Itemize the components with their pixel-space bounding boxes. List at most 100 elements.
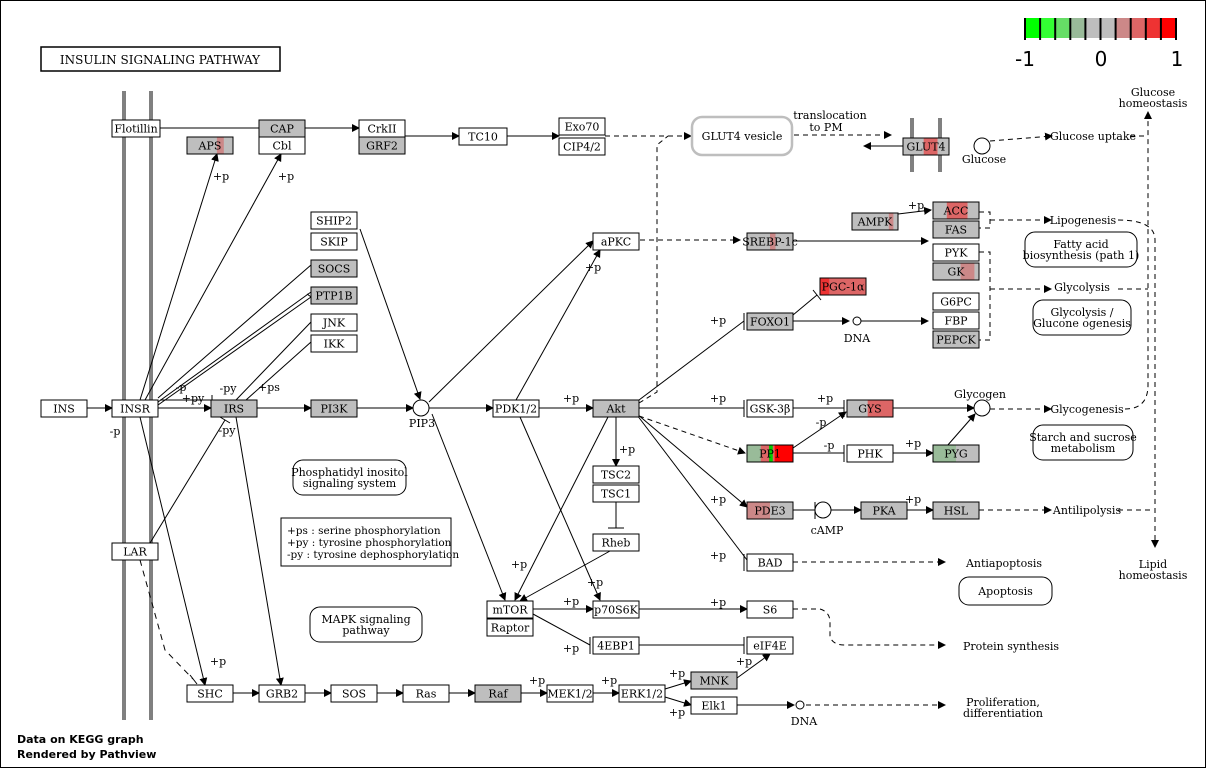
- gene-node-pi3k[interactable]: PI3K: [310, 399, 358, 418]
- gene-node-4ebp1[interactable]: 4EBP1: [592, 636, 640, 655]
- gene-label: p70S6K: [594, 604, 639, 617]
- gene-node-rheb[interactable]: Rheb: [592, 533, 640, 552]
- gene-node-skip[interactable]: SKIP: [310, 232, 358, 251]
- gene-node-tc10[interactable]: TC10: [458, 127, 508, 146]
- gene-node-apkc[interactable]: aPKC: [592, 232, 640, 251]
- compound-pip3[interactable]: PIP3: [409, 399, 435, 430]
- gene-border: [310, 232, 358, 251]
- gene-node-pdk12[interactable]: PDK1/2: [492, 399, 540, 418]
- expression-segment: [770, 502, 793, 519]
- gene-node-crkii[interactable]: CrkII: [358, 119, 406, 138]
- gene-node-erk12[interactable]: ERK1/2: [618, 684, 666, 703]
- gene-label: GRF2: [366, 140, 398, 153]
- gene-node-akt[interactable]: Akt: [592, 399, 640, 418]
- gene-node-insr[interactable]: INSR: [111, 399, 159, 418]
- gene-border: [618, 684, 666, 703]
- gene-node-cap[interactable]: CAP: [258, 119, 306, 138]
- gene-node-ras[interactable]: Ras: [402, 684, 450, 703]
- gene-node-hsl[interactable]: HSL: [932, 501, 980, 520]
- pathway-map-glycolysis-gluconeo[interactable]: Glycolysis /Glucone ogenesis: [1032, 299, 1132, 336]
- compound-dna2[interactable]: DNA: [791, 700, 818, 728]
- gene-node-fbp[interactable]: FBP: [932, 311, 980, 330]
- gene-node-irs[interactable]: IRS: [210, 399, 258, 418]
- gene-node-gk[interactable]: GK: [932, 262, 980, 281]
- gene-node-pepck[interactable]: PEPCK: [932, 330, 980, 349]
- gene-node-socs[interactable]: SOCS: [310, 259, 358, 278]
- map-label: GLUT4 vesicle: [702, 130, 783, 143]
- gene-node-s6[interactable]: S6: [746, 600, 794, 619]
- gene-node-grf2[interactable]: GRF2: [358, 136, 406, 155]
- gene-node-ptp1b[interactable]: PTP1B: [310, 286, 358, 305]
- gene-node-gsk3b[interactable]: GSK-3β: [746, 399, 794, 418]
- edge-label: +p: [278, 170, 294, 183]
- gene-label: APS: [198, 140, 222, 153]
- gene-node-sos[interactable]: SOS: [330, 684, 378, 703]
- gene-node-pyg[interactable]: PYG: [932, 444, 980, 463]
- gene-node-pgc1a[interactable]: PGC-1α: [819, 277, 867, 296]
- gene-node-srebp1c[interactable]: SREBP-1c: [742, 232, 798, 251]
- gene-node-cip42[interactable]: CIP4/2: [558, 137, 606, 156]
- gene-node-jnk[interactable]: JNK: [310, 313, 358, 332]
- gene-border: [310, 259, 358, 278]
- gene-node-ikk[interactable]: IKK: [310, 334, 358, 353]
- gene-node-raptor[interactable]: Raptor: [486, 618, 534, 637]
- gene-node-foxo1[interactable]: FOXO1: [746, 312, 794, 331]
- edge-label: +p: [511, 558, 527, 571]
- compound-camp[interactable]: cAMP: [811, 501, 844, 537]
- gene-node-p70s6k[interactable]: p70S6K: [592, 600, 640, 619]
- gene-node-ampk[interactable]: AMPK: [851, 212, 899, 231]
- gene-box: [359, 137, 405, 154]
- expression-segment: [923, 138, 938, 155]
- gene-border: [746, 444, 794, 463]
- gene-node-mek12[interactable]: MEK1/2: [546, 684, 594, 703]
- map-box: [292, 459, 407, 496]
- gene-node-lar[interactable]: LAR: [111, 542, 159, 561]
- gene-node-cbl[interactable]: Cbl: [258, 136, 306, 155]
- gene-node-ins[interactable]: INS: [40, 399, 88, 418]
- key-line-2: +py : tyrosine phosphorylation: [287, 537, 452, 549]
- gene-node-raf[interactable]: Raf: [474, 684, 522, 703]
- gene-node-gys[interactable]: GYS: [846, 399, 894, 418]
- gene-box: [41, 400, 87, 417]
- gene-node-grb2[interactable]: GRB2: [258, 684, 306, 703]
- gene-node-elk1[interactable]: Elk1: [690, 696, 738, 715]
- map-label: MAPK signaling: [321, 613, 410, 626]
- gene-node-mnk[interactable]: MNK: [690, 671, 738, 690]
- gene-node-tsc2[interactable]: TSC2: [592, 465, 640, 484]
- pathway-map-apoptosis[interactable]: Apoptosis: [958, 576, 1053, 606]
- gene-node-mtor[interactable]: mTOR: [486, 600, 534, 619]
- gene-node-pp1[interactable]: PP1: [746, 444, 794, 463]
- edges: [87, 111, 1159, 709]
- pathway-map-glut4-vesicle[interactable]: GLUT4 vesicle: [690, 115, 794, 157]
- map-label: biosynthesis (path 1): [1023, 249, 1140, 262]
- title-box: [40, 46, 281, 72]
- gene-node-flotillin[interactable]: Flotillin: [111, 119, 161, 138]
- gene-node-tsc1[interactable]: TSC1: [592, 484, 640, 503]
- gene-node-aps[interactable]: APS: [186, 136, 234, 155]
- gene-node-eif4e[interactable]: eIF4E: [746, 636, 794, 655]
- gene-node-pka[interactable]: PKA: [860, 501, 908, 520]
- legend-swatch: [1070, 18, 1086, 38]
- gene-node-phk[interactable]: PHK: [846, 444, 894, 463]
- gene-node-g6pc[interactable]: G6PC: [932, 292, 980, 311]
- gene-node-acc[interactable]: ACC: [932, 201, 980, 220]
- compound-glucose[interactable]: Glucose: [962, 137, 1006, 166]
- gene-box: [593, 485, 639, 502]
- gene-border: [851, 212, 899, 231]
- gene-node-bad[interactable]: BAD: [746, 553, 794, 572]
- gene-node-ship2[interactable]: SHIP2: [310, 211, 358, 230]
- gene-border: [846, 444, 894, 463]
- gene-label: 4EBP1: [597, 640, 635, 653]
- gene-node-fas[interactable]: FAS: [932, 220, 980, 239]
- compound-glycogen[interactable]: Glycogen: [954, 388, 1006, 417]
- gene-node-pyk[interactable]: PYK: [932, 243, 980, 262]
- gene-node-exo70[interactable]: Exo70: [558, 117, 606, 136]
- gene-node-glut4[interactable]: GLUT4: [902, 137, 950, 156]
- gene-node-pde3[interactable]: PDE3: [746, 501, 794, 520]
- compound-dna1[interactable]: DNA: [844, 316, 871, 345]
- gene-node-shc[interactable]: SHC: [186, 684, 234, 703]
